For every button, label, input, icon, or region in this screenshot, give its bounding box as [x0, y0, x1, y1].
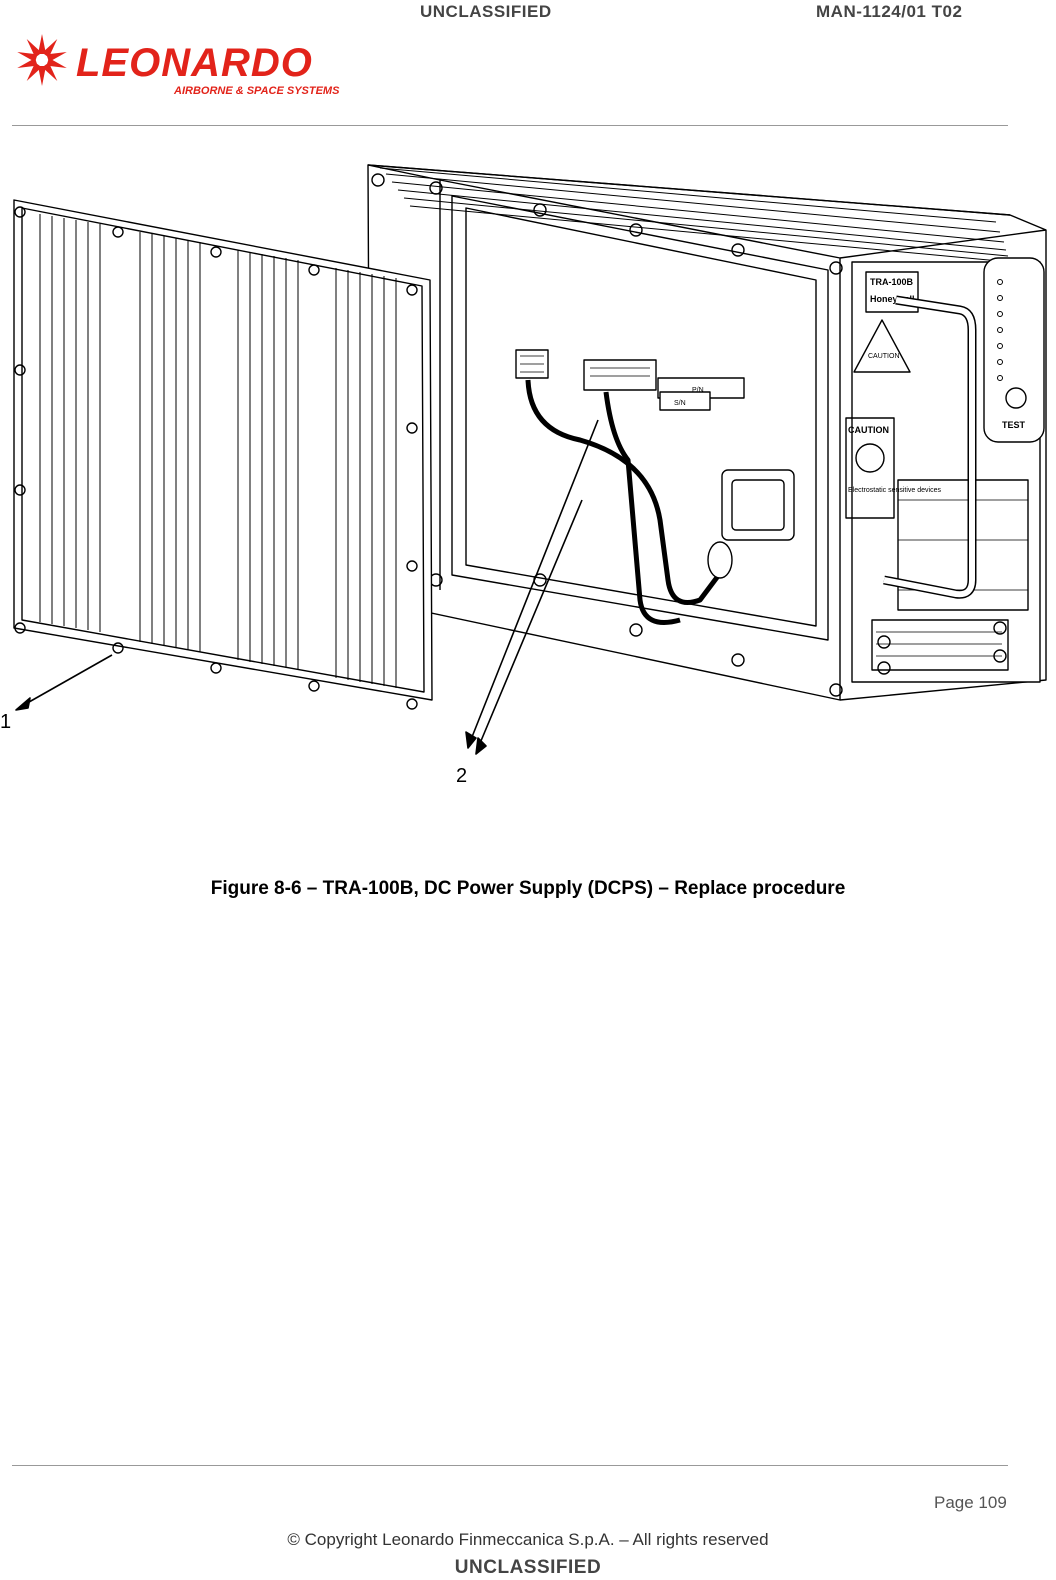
sn-label: S/N [674, 400, 686, 407]
callout-2: 2 [456, 765, 467, 787]
logo-subtitle: AIRBORNE & SPACE SYSTEMS [173, 85, 340, 97]
arrow-1-icon [15, 697, 31, 711]
test-panel [983, 257, 1045, 443]
dcps-cover-panel [13, 199, 433, 710]
page-number: Page 109 [934, 1493, 1007, 1512]
footer-rule [12, 1465, 1008, 1466]
leonardo-star-icon [17, 34, 67, 86]
leonardo-logo: LEONARDO AIRBORNE & SPACE SYSTEMS [17, 34, 340, 97]
callout-leaders [15, 419, 599, 755]
chassis-screws [371, 173, 843, 697]
maker-label: Honeywell [870, 294, 915, 304]
tra-100b-exploded-drawing: TRA-100B Honeywell CAUTION CAUTION Elect… [0, 164, 1047, 787]
cover-screws [14, 206, 418, 710]
esd-icon [855, 443, 885, 473]
arrow-2-icon [465, 731, 477, 749]
chassis: TRA-100B Honeywell CAUTION CAUTION Elect… [367, 164, 1047, 701]
model-label: TRA-100B [870, 277, 914, 287]
test-button [1005, 387, 1027, 409]
header-classification: UNCLASSIFIED [420, 2, 552, 21]
sn-label-tag [659, 391, 711, 411]
pn-label: P/N [692, 387, 704, 394]
power-supply-connectors: P/N S/N [515, 349, 795, 625]
front-panel-screws [877, 621, 1007, 675]
arrow-2b-icon [475, 737, 487, 755]
logo-wordmark: LEONARDO [76, 41, 313, 85]
document-id: MAN-1124/01 T02 [816, 2, 963, 21]
esd-caution-label: CAUTION [848, 425, 889, 435]
figure-caption: Figure 8-6 – TRA-100B, DC Power Supply (… [210, 878, 846, 899]
cover-ribs [39, 214, 397, 688]
caution-triangle-label: CAUTION [868, 353, 900, 360]
status-led-icons [997, 279, 1003, 381]
nameplate [897, 479, 1029, 611]
callout-1: 1 [0, 711, 11, 733]
header-rule [12, 125, 1008, 126]
copyright-notice: © Copyright Leonardo Finmeccanica S.p.A.… [287, 1530, 769, 1549]
caution-triangle [853, 319, 911, 373]
esd-label: Electrostatic sensitive devices [848, 487, 941, 494]
test-label: TEST [1002, 420, 1026, 430]
footer-classification: UNCLASSIFIED [454, 1557, 602, 1578]
wiring-harness [525, 379, 732, 605]
cooling-fins [379, 167, 1011, 263]
